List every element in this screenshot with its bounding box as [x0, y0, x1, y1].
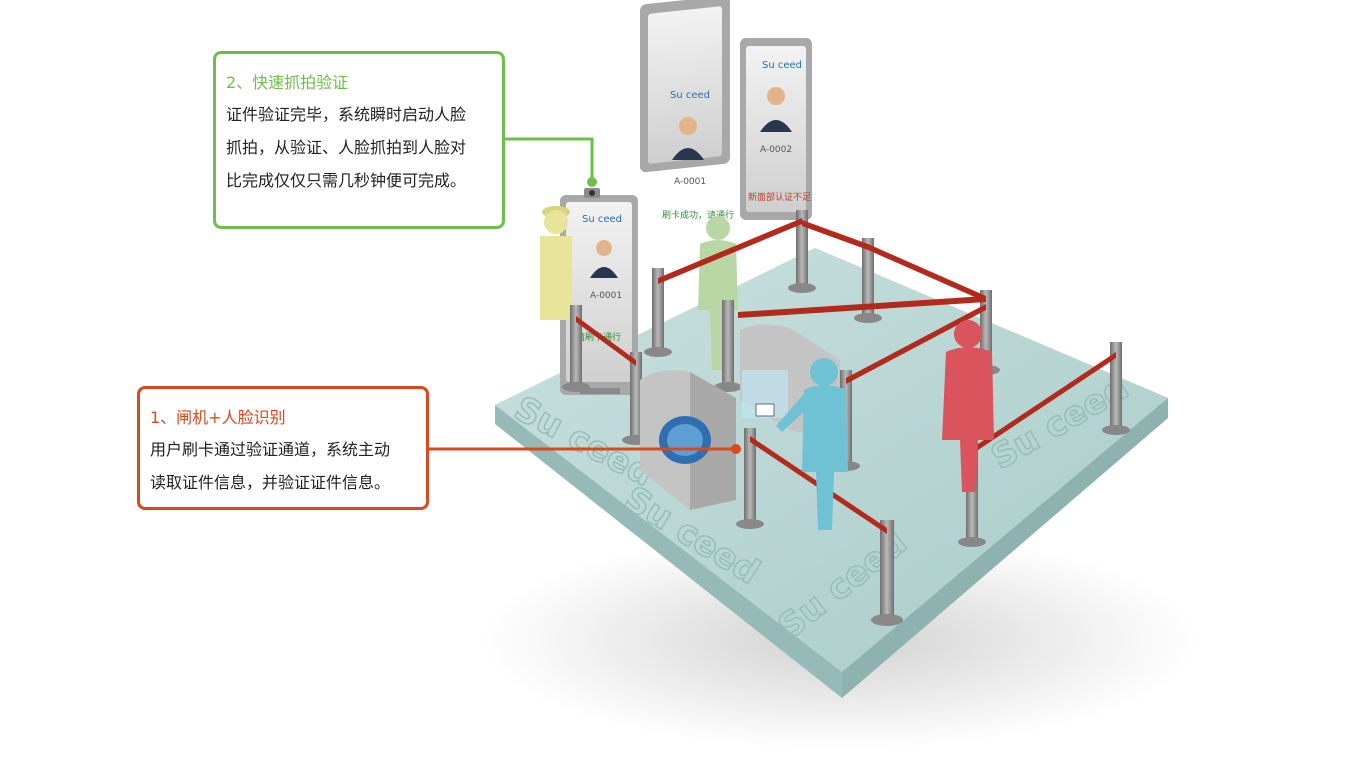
callout-capture-line: 证件验证完毕，系统瞬时启动人脸	[226, 98, 490, 131]
svg-text:新面部认证不足: 新面部认证不足	[748, 191, 811, 203]
kiosk-back-right: Su ceed A-0002 新面部认证不足	[740, 38, 812, 220]
camera-icon	[584, 188, 600, 198]
callout-capture-verification: 2、快速抓拍验证 证件验证完毕，系统瞬时启动人脸 抓拍，从验证、人脸抓拍到人脸对…	[213, 51, 505, 229]
leader-line-capture	[505, 139, 597, 187]
callout-gate-face-recognition: 1、闸机+人脸识别 用户刷卡通过验证通道，系统主动 读取证件信息，并验证证件信息…	[137, 386, 429, 510]
callout-capture-line: 抓拍，从验证、人脸抓拍到人脸对	[226, 131, 490, 164]
svg-text:Su ceed: Su ceed	[762, 60, 802, 71]
callout-capture-line: 比完成仅仅只需几秒钟便可完成。	[226, 164, 490, 197]
kiosk-back-left: Su ceed A-0001 刷卡成功，请通行	[640, 0, 734, 221]
callout-gate-title: 1、闸机+人脸识别	[150, 407, 414, 429]
svg-text:A-0001: A-0001	[590, 291, 622, 301]
callout-capture-body: 证件验证完毕，系统瞬时启动人脸 抓拍，从验证、人脸抓拍到人脸对 比完成仅仅只需几…	[226, 98, 490, 197]
svg-text:Su ceed: Su ceed	[670, 90, 710, 101]
callout-gate-body: 用户刷卡通过验证通道，系统主动 读取证件信息，并验证证件信息。	[150, 433, 414, 499]
person-guard-yellow	[540, 206, 572, 320]
svg-text:Su ceed: Su ceed	[582, 214, 622, 225]
svg-text:A-0002: A-0002	[760, 145, 792, 155]
callout-gate-line: 用户刷卡通过验证通道，系统主动	[150, 433, 414, 466]
callout-capture-title: 2、快速抓拍验证	[226, 72, 490, 94]
svg-text:A-0001: A-0001	[674, 177, 706, 187]
callout-gate-line: 读取证件信息，并验证证件信息。	[150, 466, 414, 499]
